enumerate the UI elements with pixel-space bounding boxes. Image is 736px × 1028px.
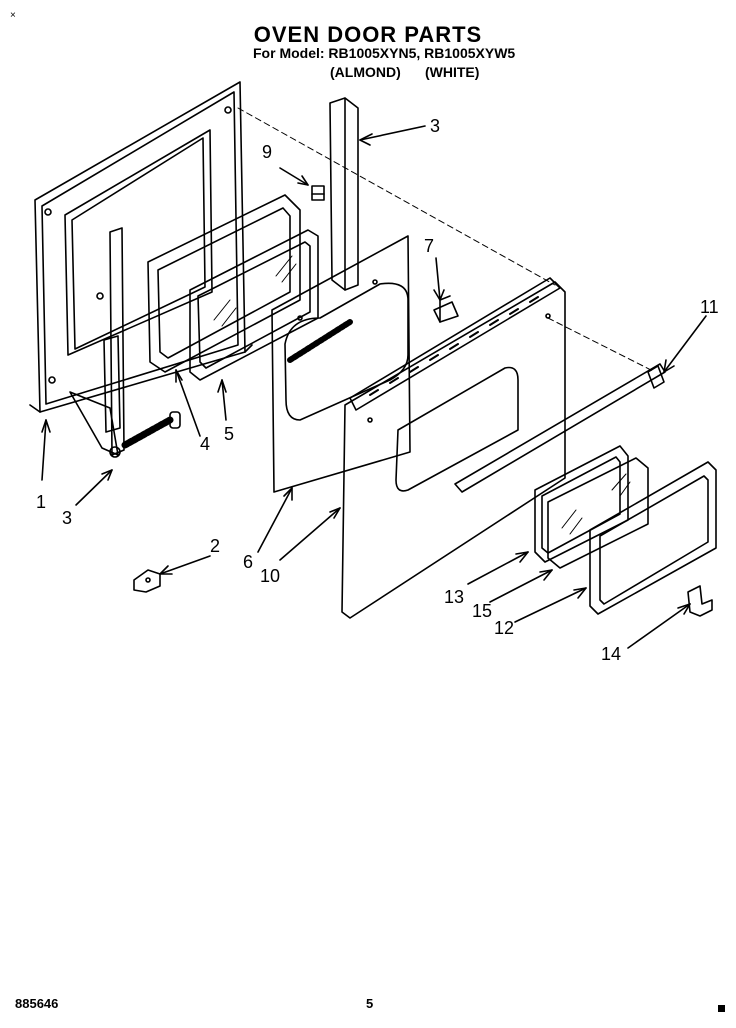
- assembly-reference-line-2: [547, 317, 656, 373]
- document-number: 885646: [15, 996, 59, 1011]
- part-bracket-11: [647, 365, 665, 389]
- callout-14: 14: [601, 644, 621, 664]
- color-almond-label: (ALMOND): [330, 64, 401, 80]
- part-outer-window-frame: [534, 445, 629, 563]
- part-slotted-clip-2: [133, 569, 161, 593]
- model-line: For Model: RB1005XYN5, RB1005XYW5: [253, 45, 516, 61]
- callout-5: 5: [224, 424, 234, 444]
- part-insulation-panel: [271, 235, 411, 493]
- assembly-reference-line: [237, 107, 556, 286]
- color-white-label: (WHITE): [425, 64, 480, 80]
- part-hinge: [69, 227, 125, 458]
- callout-10: 10: [260, 566, 280, 586]
- part-spring-screw: [121, 411, 181, 449]
- part-outer-glass: [547, 457, 649, 569]
- callout-2: 2: [210, 536, 220, 556]
- page-title: OVEN DOOR PARTS: [253, 22, 483, 47]
- corner-mark: ×: [10, 10, 16, 21]
- callout-9: 9: [262, 142, 272, 162]
- callout-12: 12: [494, 618, 514, 638]
- registration-mark: [718, 1005, 725, 1012]
- callout-1: 1: [36, 492, 46, 512]
- callout-7: 7: [424, 236, 434, 256]
- callout-15: 15: [472, 601, 492, 621]
- callout-3-bottom: 3: [62, 508, 72, 528]
- part-inner-window-frame: [147, 194, 301, 373]
- part-window-trim: [589, 461, 717, 615]
- page-number: 5: [366, 996, 374, 1011]
- part-clip-7: [433, 295, 459, 323]
- part-clip-9: [311, 185, 325, 201]
- callout-6: 6: [243, 552, 253, 572]
- callout-leaders: [41, 125, 707, 649]
- callout-4: 4: [200, 434, 210, 454]
- part-bracket-14: [687, 585, 713, 617]
- part-outer-door-panel: [29, 81, 253, 413]
- callout-3-top: 3: [430, 116, 440, 136]
- callout-13: 13: [444, 587, 464, 607]
- callout-11: 11: [700, 297, 719, 317]
- part-side-channel: [329, 97, 359, 291]
